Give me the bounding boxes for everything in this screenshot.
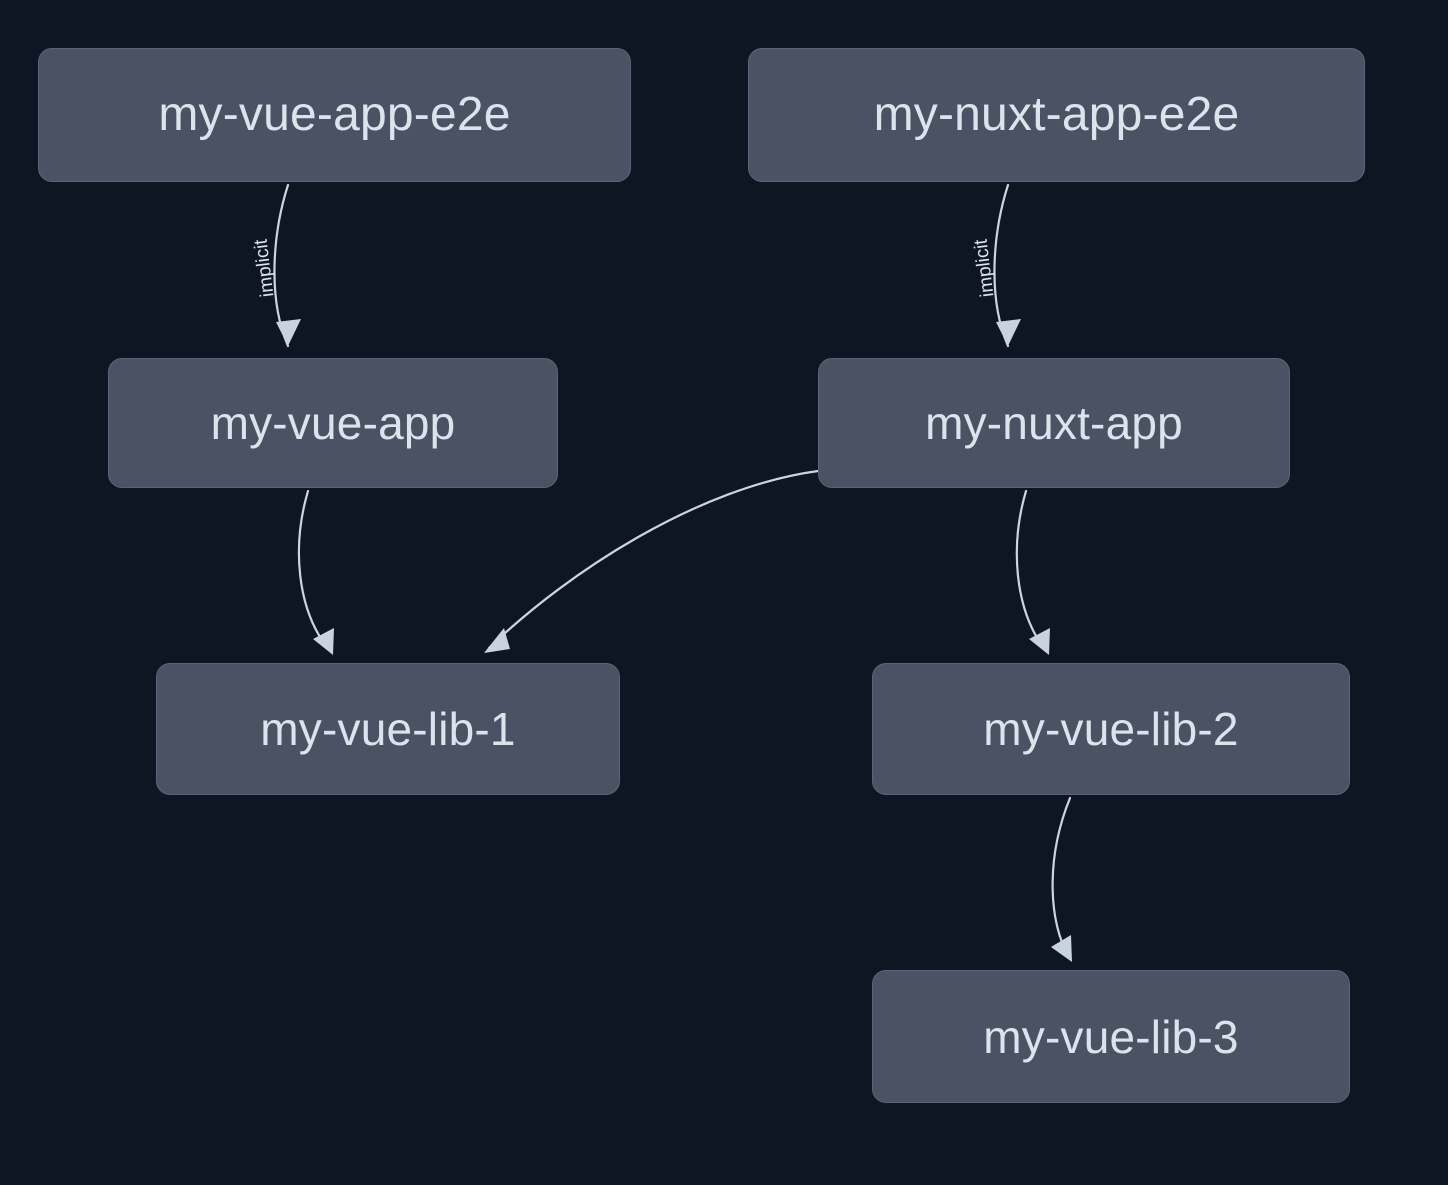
edge-curve: [273, 183, 290, 348]
graph-node-label: my-nuxt-app: [925, 397, 1183, 449]
graph-edge: [297, 489, 334, 655]
graph-node-my-vue-lib-1[interactable]: my-vue-lib-1: [156, 663, 620, 795]
graph-node-my-vue-lib-3[interactable]: my-vue-lib-3: [872, 970, 1350, 1103]
edge-arrowhead-icon: [313, 628, 334, 655]
edge-arrowhead-icon: [1051, 935, 1072, 962]
graph-node-my-nuxt-app-e2e[interactable]: my-nuxt-app-e2e: [748, 48, 1365, 182]
graph-node-my-nuxt-app[interactable]: my-nuxt-app: [818, 358, 1290, 488]
graph-node-my-vue-app[interactable]: my-vue-app: [108, 358, 558, 488]
graph-node-my-vue-lib-2[interactable]: my-vue-lib-2: [872, 663, 1350, 795]
edge-curve: [1051, 796, 1072, 960]
graph-node-label: my-vue-app-e2e: [158, 88, 511, 141]
edge-arrowhead-icon: [1029, 628, 1050, 655]
edge-label: implicit: [970, 237, 998, 298]
graph-edge: implicit: [970, 183, 1021, 348]
graph-node-label: my-vue-lib-3: [983, 1010, 1239, 1063]
graph-edge: implicit: [250, 183, 301, 348]
edge-curve: [487, 469, 820, 650]
graph-node-label: my-vue-lib-1: [260, 703, 516, 755]
graph-node-my-vue-app-e2e[interactable]: my-vue-app-e2e: [38, 48, 631, 182]
graph-node-label: my-nuxt-app-e2e: [873, 88, 1240, 141]
edge-curve: [297, 489, 332, 653]
edge-curve: [1015, 489, 1048, 653]
graph-node-label: my-vue-lib-2: [983, 703, 1239, 755]
edge-arrowhead-icon: [276, 319, 301, 346]
graph-edge: [1015, 489, 1050, 655]
edge-label: implicit: [250, 237, 278, 298]
graph-edge: [1051, 796, 1072, 962]
edge-arrowhead-icon: [484, 628, 510, 653]
graph-edge: [484, 469, 820, 653]
graph-node-label: my-vue-app: [210, 397, 456, 449]
edge-arrowhead-icon: [996, 319, 1021, 346]
edge-curve: [993, 183, 1010, 348]
